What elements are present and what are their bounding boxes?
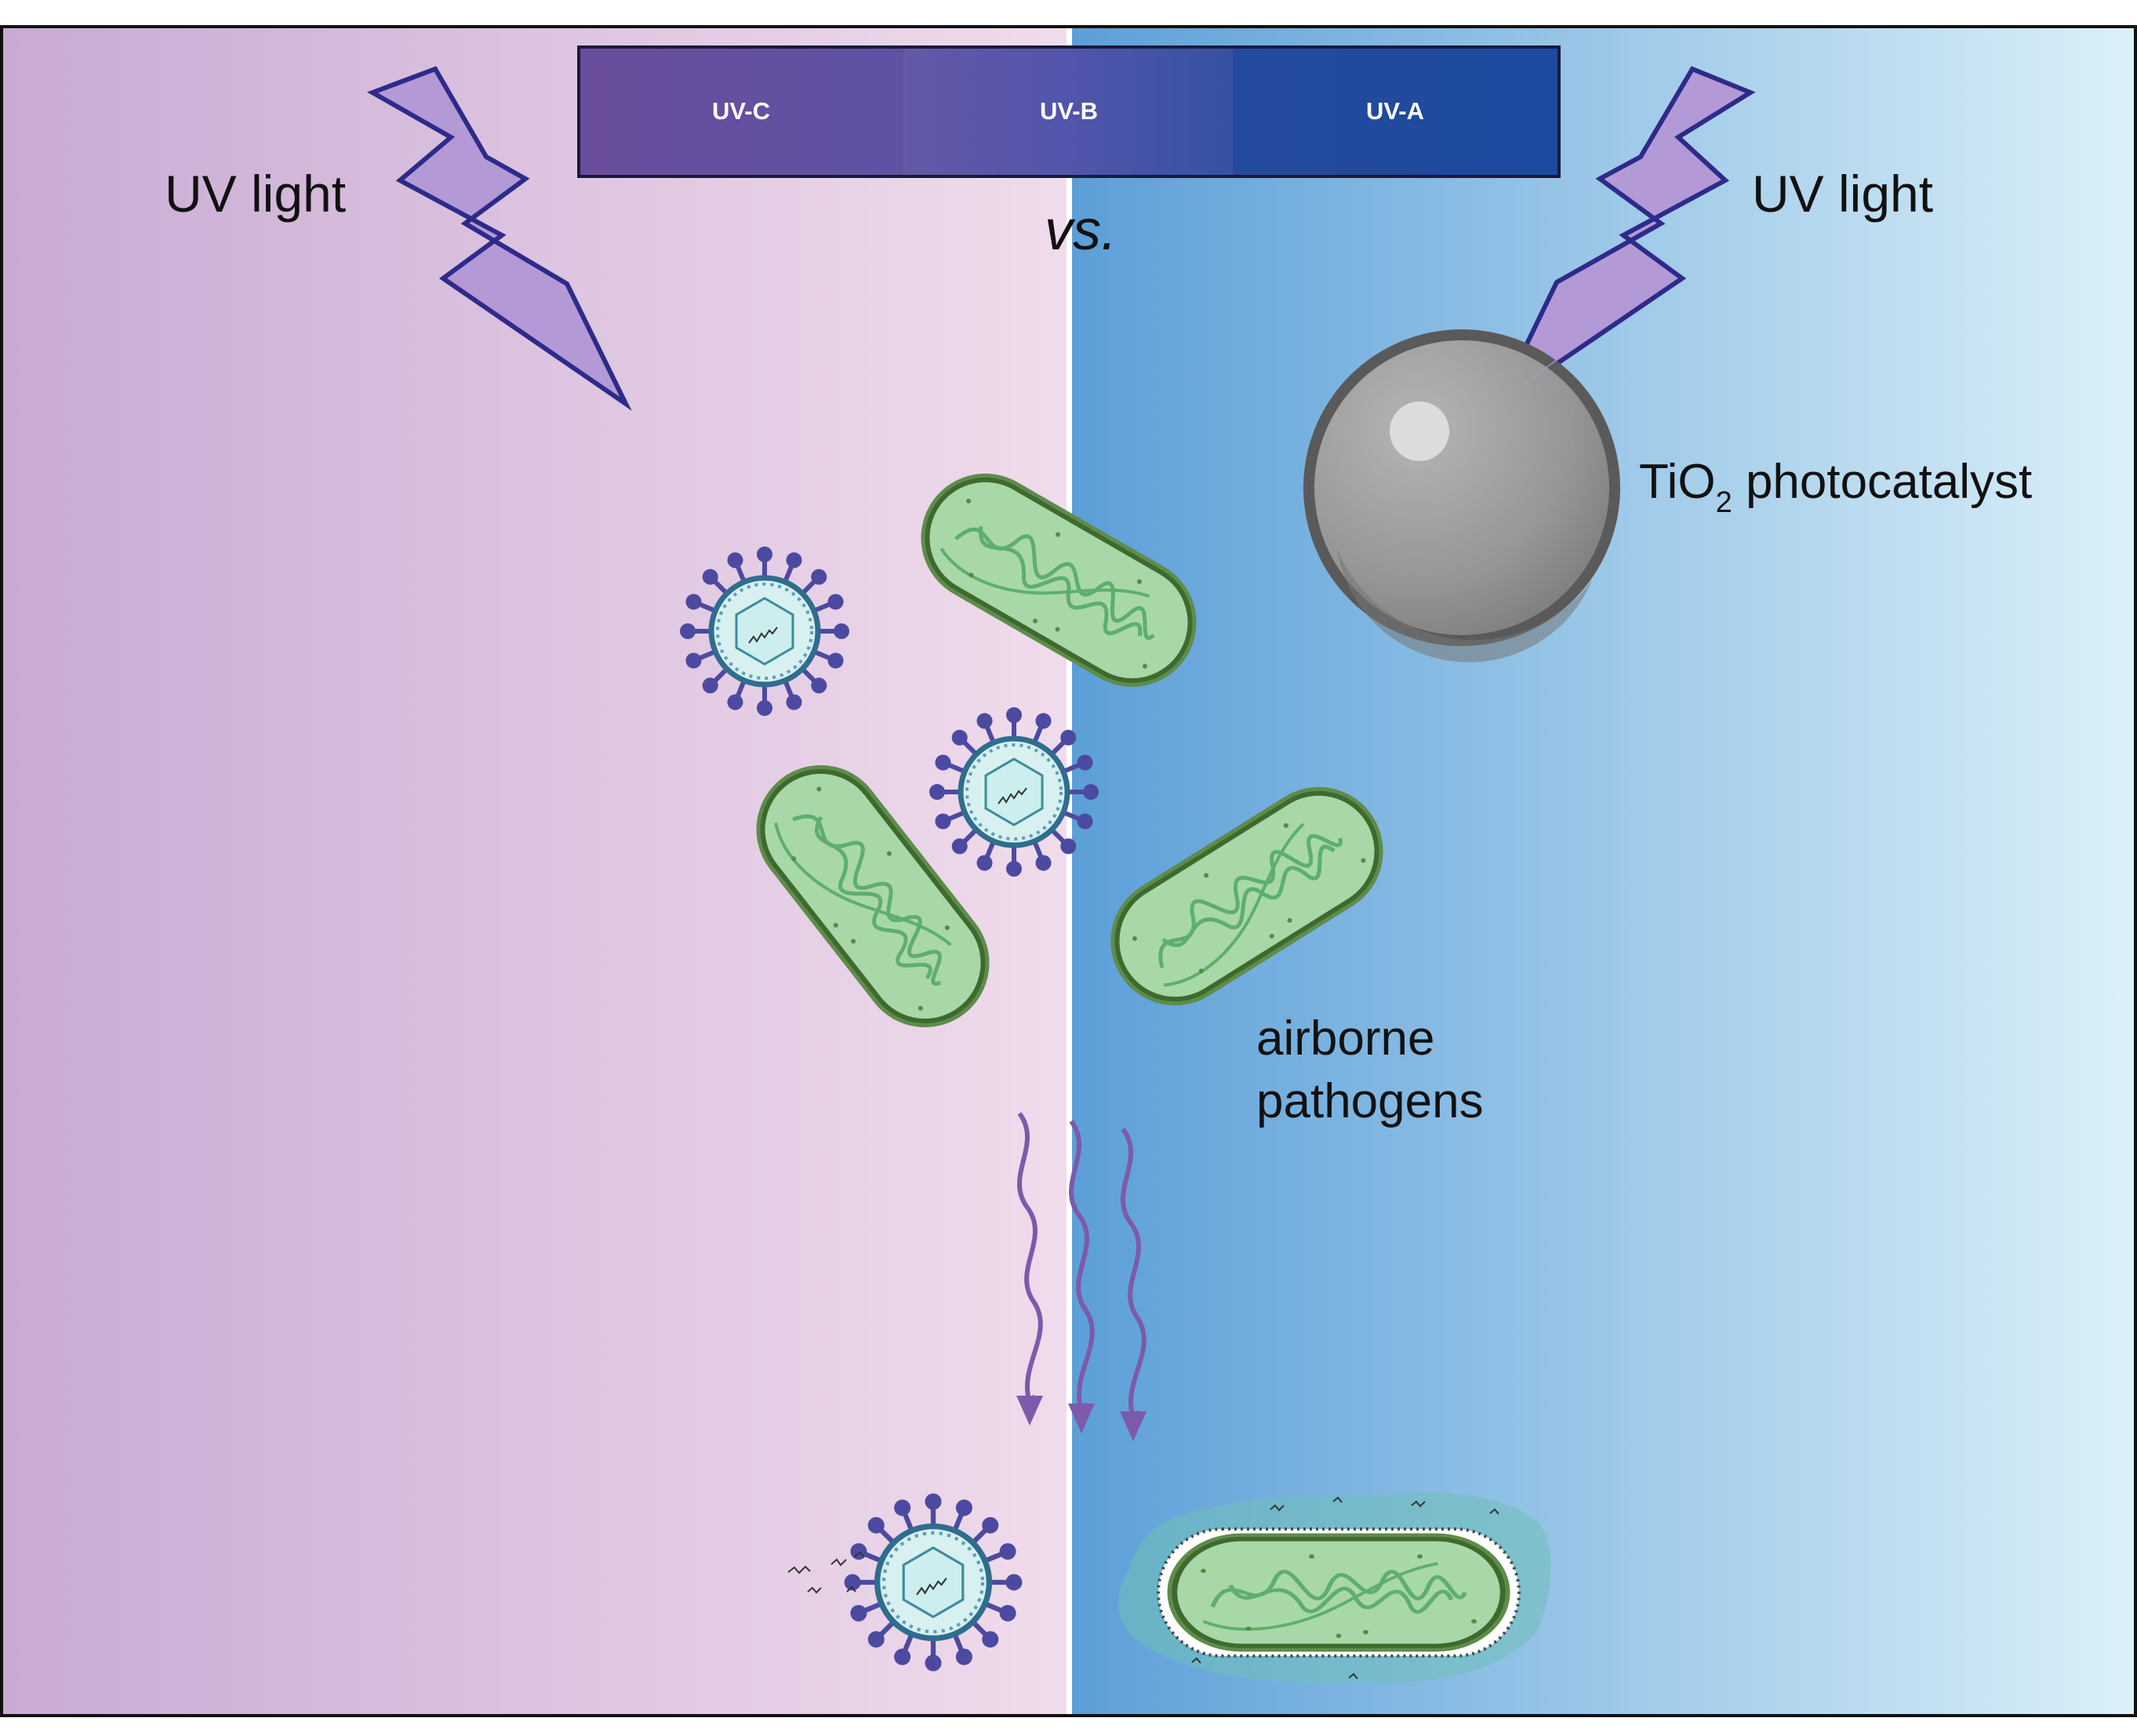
inactivated-bacterium [1118,1492,1551,1683]
band-label-uv-c: UV-C [712,97,770,125]
right-uv-light-label: UV light [1752,165,1933,223]
vs-label: vs. [1045,199,1117,262]
airborne-pathogens-label-line2: pathogens [1256,1074,1484,1128]
uv-wave-arrows [1017,1112,1147,1418]
airborne-pathogens-label-line1: airborne [1256,1011,1434,1066]
virus-left [682,549,847,714]
virus-center [932,710,1096,874]
lightning-bolt-icon [1492,66,1756,411]
divider [1067,27,1072,1716]
tio2-photocatalyst-label: TiO2 photocatalyst [1639,455,2032,519]
outer-frame [0,25,2137,1717]
left-uv-light-label: UV light [165,165,346,223]
band-label-uv-b: UV-B [1040,97,1098,125]
inactivated-virus [787,1496,1019,1669]
tio2-particle [1303,329,1620,663]
uv-spectrum-bar: UV-C UV-B UV-A [577,45,1561,178]
arrow-heads [1016,1396,1147,1441]
band-label-uv-a: UV-A [1366,97,1424,125]
lightning-bolt-icon [366,66,632,411]
